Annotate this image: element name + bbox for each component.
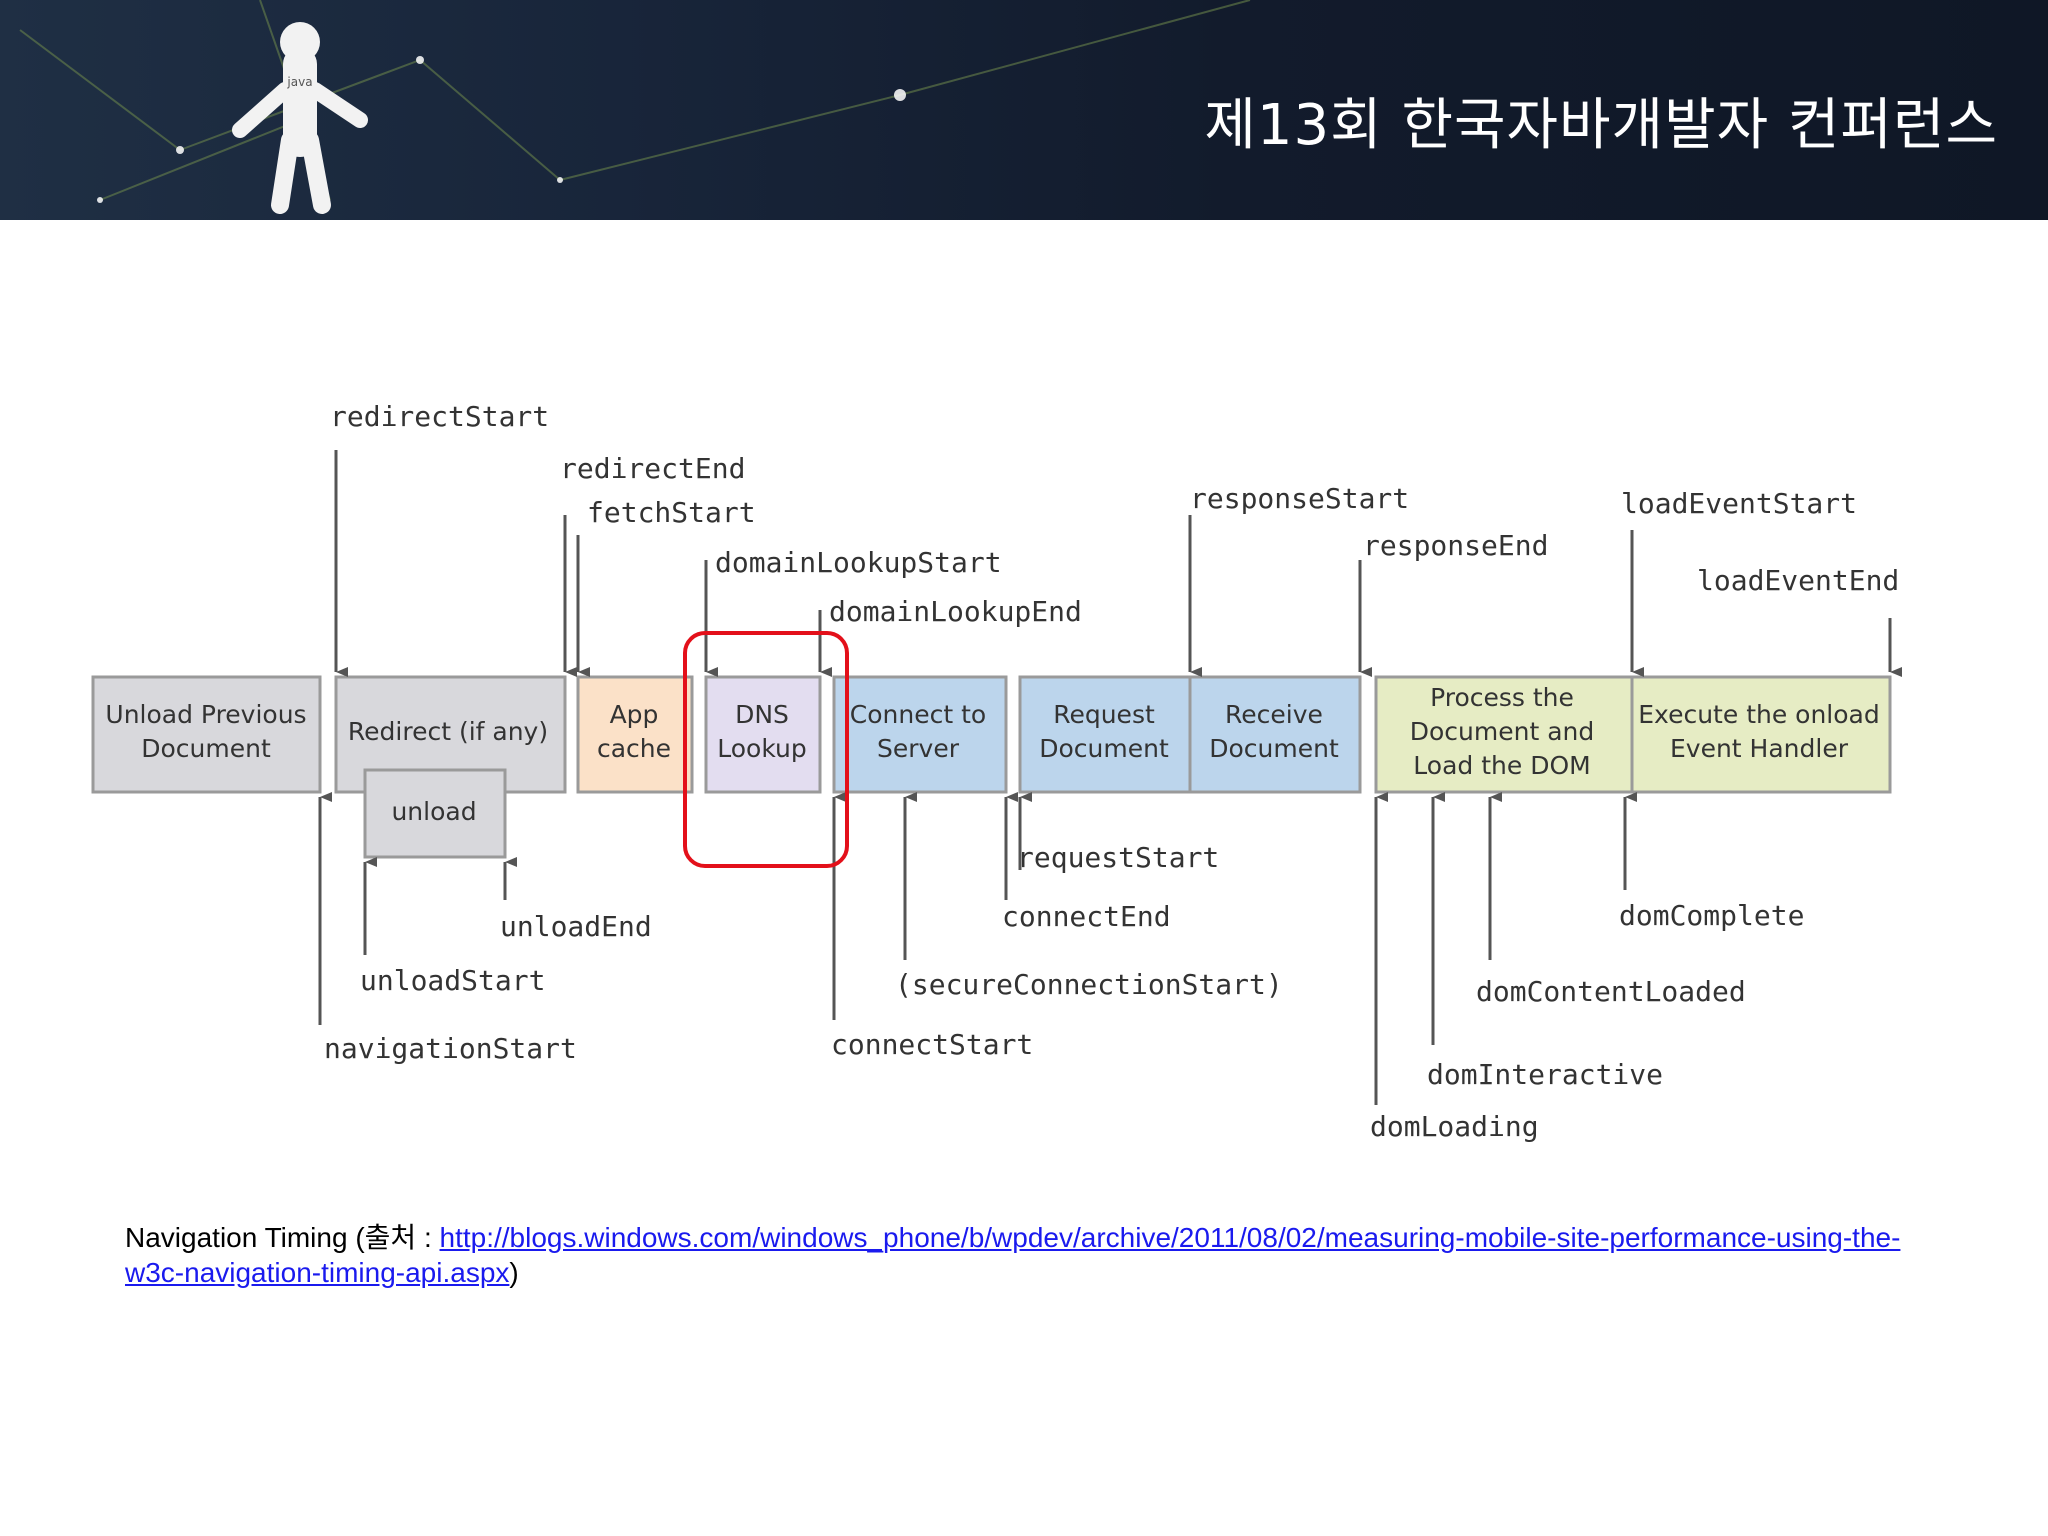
event-domainLookupStart: domainLookupStart: [715, 546, 1002, 579]
event-domainLookupEnd: domainLookupEnd: [829, 595, 1082, 628]
event-domContentLoaded: domContentLoaded: [1476, 975, 1746, 1008]
event-redirectEnd: redirectEnd: [560, 452, 745, 485]
header-banner: java 제13회 한국자바개발자 컨퍼런스: [0, 0, 2048, 220]
label-redirect: Redirect (if any): [348, 717, 548, 746]
caption-suffix: ): [509, 1257, 518, 1288]
event-domComplete: domComplete: [1619, 899, 1804, 932]
event-secureConnectionStart: (secureConnectionStart): [895, 968, 1283, 1001]
event-navigationStart: navigationStart: [324, 1032, 577, 1065]
event-connectEnd: connectEnd: [1002, 900, 1171, 933]
mascot-figure: java: [230, 20, 370, 220]
event-domLoading: domLoading: [1370, 1110, 1539, 1143]
event-responseStart: responseStart: [1190, 482, 1409, 515]
conference-title: 제13회 한국자바개발자 컨퍼런스: [1204, 80, 1998, 161]
event-unloadStart: unloadStart: [360, 964, 545, 997]
event-unloadEnd: unloadEnd: [500, 910, 652, 943]
event-responseEnd: responseEnd: [1363, 529, 1548, 562]
mascot-label: java: [286, 75, 312, 89]
label-unload: unload: [391, 797, 476, 826]
event-connectStart: connectStart: [831, 1028, 1033, 1061]
event-loadEventEnd: loadEventEnd: [1697, 564, 1899, 597]
caption-prefix: Navigation Timing (출처 :: [125, 1222, 440, 1253]
event-redirectStart: redirectStart: [330, 400, 549, 433]
figure-caption: Navigation Timing (출처 : http://blogs.win…: [125, 1220, 1925, 1290]
event-fetchStart: fetchStart: [587, 496, 756, 529]
event-domInteractive: domInteractive: [1427, 1058, 1663, 1091]
event-loadEventStart: loadEventStart: [1621, 487, 1857, 520]
event-requestStart: requestStart: [1017, 841, 1219, 874]
